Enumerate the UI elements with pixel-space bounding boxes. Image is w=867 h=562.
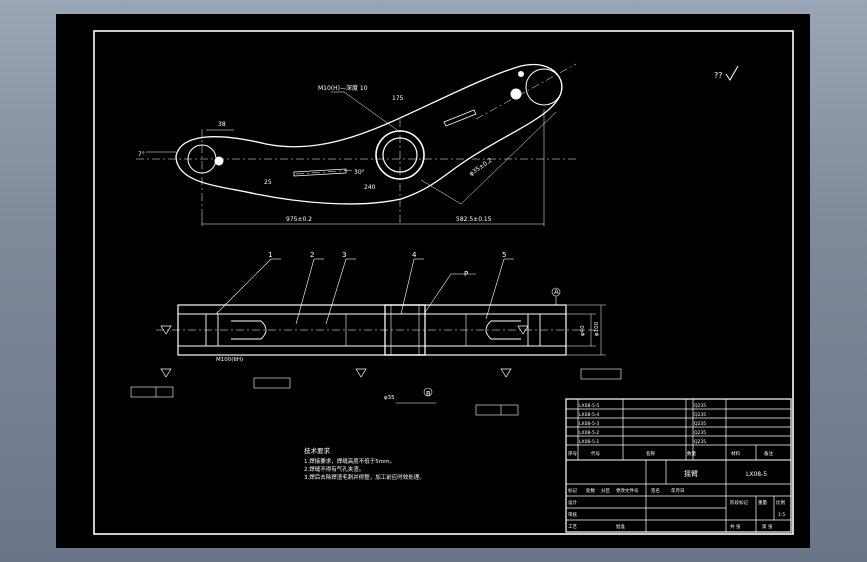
part-row-2-code: LX08-5-4 xyxy=(579,412,599,418)
tb-approve: 批准 xyxy=(616,523,625,530)
part-row-3-code: LX08-5-3 xyxy=(579,421,599,427)
dim-38: 38 xyxy=(218,121,226,128)
tb-sheets: 共 张 xyxy=(730,523,741,530)
section-view: 1 2 3 4 5 P A B φ40 φ100 xyxy=(130,251,622,416)
tb-scale: 1:5 xyxy=(778,512,785,518)
cad-drawing: ?? xyxy=(93,30,794,535)
callout-leader: M10(H)—深度 10 xyxy=(318,84,368,92)
tb-date: 年月日 xyxy=(671,487,685,494)
tb-design: 设计 xyxy=(568,499,577,506)
header-note: 备注 xyxy=(764,450,773,457)
part-row-5-mat: Q235 xyxy=(694,439,706,445)
part-row-3-mat: Q235 xyxy=(694,421,706,427)
dim-phi40: φ40 xyxy=(580,325,586,336)
part-row-4-mat: Q235 xyxy=(694,430,706,436)
tech-line-2: 2.焊缝不得有气孔夹渣。 xyxy=(304,465,364,473)
title-block: LX08-5-5 Q235 LX08-5-4 Q235 LX08-5-3 Q23… xyxy=(565,398,792,533)
part-row-1-mat: Q235 xyxy=(694,403,706,409)
tb-sign: 签名 xyxy=(651,487,660,494)
header-code: 代号 xyxy=(591,450,600,457)
dim-975: 975±0.2 xyxy=(286,216,312,223)
dim-25: 25 xyxy=(264,179,272,186)
tech-line-3: 3.焊后去除焊渣毛刺并修整，加工前应时效处理。 xyxy=(304,473,425,481)
drawing-sheet: ?? xyxy=(56,14,810,548)
balloon-5: 5 xyxy=(502,251,506,259)
header-mat: 材料 xyxy=(731,450,740,457)
balloon-3: 3 xyxy=(342,251,346,259)
label-a: A xyxy=(554,288,559,296)
roughness-note: ?? xyxy=(714,65,739,81)
tb-zone: 分区 xyxy=(601,487,610,494)
dim-5825: 582.5±0.15 xyxy=(456,216,492,223)
part-row-5-code: LX08-5-1 xyxy=(579,439,599,445)
part-row-1-code: LX08-5-5 xyxy=(579,403,599,409)
dim-30deg: 30° xyxy=(354,169,365,176)
balloon-1: 1 xyxy=(268,251,272,259)
tech-title: 技术要求 xyxy=(304,446,331,455)
tb-sheet: 第 张 xyxy=(762,523,773,530)
dim-7deg: 7° xyxy=(138,151,145,158)
header-qty: 数量 xyxy=(687,450,696,457)
dim-phi35: φ35±0.2 xyxy=(468,157,494,178)
drawing-border xyxy=(93,30,794,535)
balloon-2: 2 xyxy=(310,251,314,259)
label-b: B xyxy=(426,390,431,398)
tb-count: 处数 xyxy=(586,487,595,494)
part-row-2-mat: Q235 xyxy=(694,412,706,418)
tb-change: 更改文件号 xyxy=(616,487,639,494)
label-phi35: φ35 xyxy=(384,395,395,401)
tb-scale-label: 比例 xyxy=(776,499,785,506)
label-phi100: φ100 xyxy=(594,321,600,336)
header-name: 名称 xyxy=(646,450,655,457)
part-row-4-code: LX08-5-2 xyxy=(579,430,599,436)
top-view: M10(H)—深度 10 38 7° 25 30° 240 175 975±0.… xyxy=(136,63,577,226)
tb-part-name: 摇臂 xyxy=(684,469,698,478)
tech-requirements: 技术要求 1.焊接要求，焊缝高度不低于5mm。 2.焊缝不得有气孔夹渣。 3.焊… xyxy=(304,446,425,481)
tb-review: 审核 xyxy=(568,511,577,518)
svg-text:??: ?? xyxy=(714,71,723,80)
dim-240: 240 xyxy=(364,184,376,191)
header-no: 序号 xyxy=(568,450,577,457)
tb-process: 工艺 xyxy=(568,524,577,530)
balloon-4: 4 xyxy=(412,251,417,259)
dim-m100: M100(6H) xyxy=(216,357,243,363)
tb-mark: 标记 xyxy=(568,487,577,494)
tb-weight: 重量 xyxy=(758,499,767,506)
tb-stage: 阶段标记 xyxy=(730,499,748,506)
tb-drawing-no: LX08-5 xyxy=(746,471,767,478)
tech-line-1: 1.焊接要求，焊缝高度不低于5mm。 xyxy=(304,457,395,465)
dim-175: 175 xyxy=(392,95,404,102)
